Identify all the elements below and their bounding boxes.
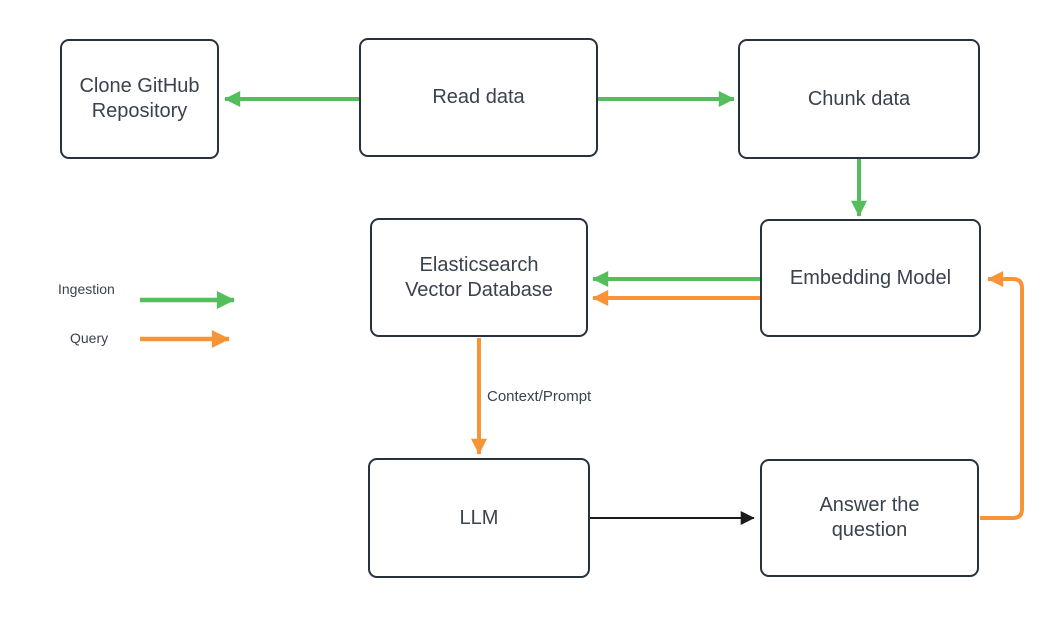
node-read-data-label: Read data [432, 86, 525, 108]
node-answer-the-question-label: Answer the question [819, 494, 920, 541]
node-llm: LLM [368, 458, 590, 578]
node-chunk-data: Chunk data [738, 39, 980, 159]
node-clone-github-repository: Clone GitHub Repository [60, 39, 219, 159]
node-answer-the-question: Answer the question [760, 459, 979, 577]
edge-label-context-prompt: Context/Prompt [487, 388, 592, 405]
node-clone-github-repository-label: Clone GitHub Repository [79, 75, 200, 122]
edge-answer-to-embedding-model [980, 271, 1024, 520]
legend-label-ingestion: Ingestion [58, 281, 115, 297]
node-llm-label: LLM [459, 506, 499, 529]
node-read-data: Read data [359, 38, 598, 157]
node-embedding-model-label: Embedding Model [789, 266, 952, 289]
legend-label-query: Query [70, 330, 109, 346]
node-elasticsearch-vector-database: Elasticsearch Vector Database [370, 218, 588, 337]
node-elasticsearch-vector-database-label: Elasticsearch Vector Database [405, 253, 553, 301]
node-embedding-model: Embedding Model [760, 219, 981, 337]
node-chunk-data-label: Chunk data [807, 87, 911, 110]
